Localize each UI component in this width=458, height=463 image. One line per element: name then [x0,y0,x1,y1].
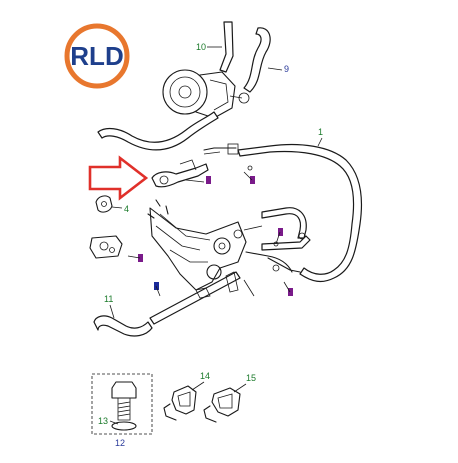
marker-5 [288,288,293,296]
hose-11 [93,315,153,337]
rack-tube [149,271,241,325]
clip-4 [95,195,113,213]
steering-rack [147,199,263,291]
highlight-arrow [88,155,149,201]
hose-10 [219,21,234,73]
marker-4 [138,254,143,262]
pressure-pipe-1 [237,143,363,283]
rld-logo: RLD [64,23,130,89]
clip-14 [163,385,197,421]
hose-end-fitting [151,163,209,188]
marker-6 [154,282,159,290]
bracket [89,235,123,259]
callout-14: 14 [200,371,210,381]
marker-3 [278,228,283,236]
callout-13: 13 [98,416,108,426]
power-steering-pump [162,69,250,119]
clip-15 [203,387,241,423]
callout-4: 4 [124,204,129,214]
logo-text: RLD [70,41,123,71]
detail-inset [91,373,153,435]
callout-12: 12 [115,438,125,448]
pipe-lower [261,235,311,251]
callout-15: 15 [246,373,256,383]
hose-9 [243,27,271,93]
marker-1 [206,176,211,184]
return-hose [97,111,219,151]
callout-1: 1 [318,127,323,137]
callout-11: 11 [104,294,113,304]
callout-9: 9 [284,64,289,74]
marker-2 [250,176,255,184]
callout-10: 10 [196,42,206,52]
logo-ring [64,23,130,89]
pipe-upper [261,207,307,239]
